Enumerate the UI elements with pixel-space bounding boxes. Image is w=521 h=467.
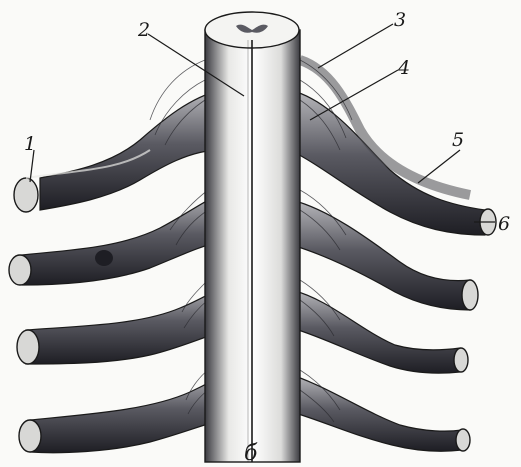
label-b: б bbox=[244, 441, 258, 466]
label-2: 2 bbox=[137, 19, 150, 41]
label-3: 3 bbox=[394, 9, 406, 31]
label-4: 4 bbox=[397, 57, 410, 79]
left-spinal-nerves bbox=[9, 90, 228, 453]
label-5: 5 bbox=[452, 129, 464, 151]
label-1: 1 bbox=[24, 133, 36, 155]
label-6: 6 bbox=[498, 213, 510, 235]
